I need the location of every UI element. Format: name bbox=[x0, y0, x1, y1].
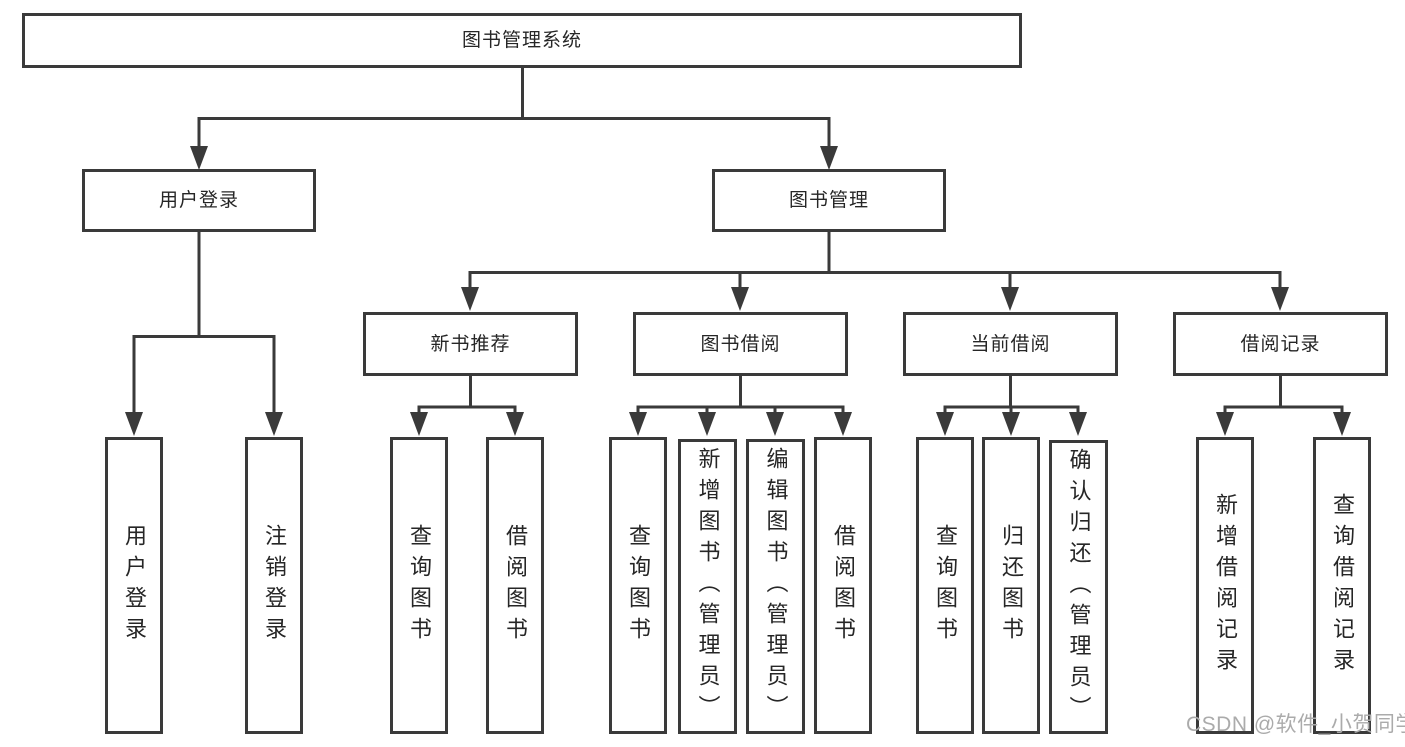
watermark: CSDN @软件_小贺同学 bbox=[1186, 713, 1405, 736]
leaf-query-borrow-record: 查询借阅记录 bbox=[1313, 437, 1371, 734]
leaf-label: 查询借阅记录 bbox=[1330, 492, 1355, 679]
connector-user-login-arrowheads bbox=[125, 412, 283, 436]
node-book-management: 图书管理 bbox=[712, 169, 946, 232]
leaf-label: 查询图书 bbox=[626, 523, 651, 648]
leaf-label: 借阅图书 bbox=[831, 523, 856, 648]
leaf-label: 注销登录 bbox=[262, 523, 287, 648]
node-label: 借阅记录 bbox=[1240, 333, 1321, 355]
node-new-book-recommend: 新书推荐 bbox=[363, 312, 578, 376]
leaf-add-books-admin: 新增图书（管理员） bbox=[678, 439, 737, 734]
node-label: 图书管理系统 bbox=[461, 30, 582, 51]
leaf-label: 确认归还（管理员） bbox=[1066, 447, 1092, 727]
leaf-label: 新增图书（管理员） bbox=[695, 447, 721, 726]
node-label: 当前借阅 bbox=[970, 333, 1051, 355]
connector-user-login-children bbox=[132, 230, 276, 416]
connector-borrowing-arrowheads bbox=[629, 412, 852, 436]
connector-records-arrowheads bbox=[1216, 412, 1351, 436]
leaf-return-books: 归还图书 bbox=[982, 437, 1040, 734]
connector-book-management-children bbox=[468, 230, 1282, 291]
node-user-login: 用户登录 bbox=[82, 169, 316, 232]
leaf-label: 新增借阅记录 bbox=[1213, 492, 1238, 679]
node-label: 新书推荐 bbox=[430, 333, 511, 355]
leaf-label: 用户登录 bbox=[122, 523, 147, 648]
connector-borrowing-children bbox=[636, 374, 845, 416]
leaf-add-borrow-record: 新增借阅记录 bbox=[1196, 437, 1254, 734]
leaf-label: 归还图书 bbox=[999, 523, 1024, 648]
leaf-confirm-return-admin: 确认归还（管理员） bbox=[1049, 440, 1108, 734]
node-current-borrowing: 当前借阅 bbox=[903, 312, 1118, 376]
node-label: 图书管理 bbox=[788, 190, 869, 211]
connector-current-children bbox=[943, 374, 1080, 416]
leaf-logout: 注销登录 bbox=[245, 437, 303, 734]
node-label: 图书借阅 bbox=[700, 333, 781, 355]
leaf-edit-books-admin: 编辑图书（管理员） bbox=[746, 439, 805, 734]
leaf-borrow-books: 借阅图书 bbox=[814, 437, 872, 734]
leaf-query-books-borrow: 查询图书 bbox=[609, 437, 667, 734]
leaf-label: 查询图书 bbox=[407, 523, 432, 648]
connector-root-to-level1 bbox=[197, 66, 831, 150]
node-label: 用户登录 bbox=[158, 190, 239, 211]
leaf-borrow-books-recommend: 借阅图书 bbox=[486, 437, 544, 734]
node-library-system: 图书管理系统 bbox=[22, 13, 1022, 68]
connector-new-book-arrowheads bbox=[410, 412, 524, 436]
leaf-query-books-current: 查询图书 bbox=[916, 437, 974, 734]
leaf-user-login: 用户登录 bbox=[105, 437, 163, 734]
connector-book-management-arrowheads bbox=[461, 287, 1289, 311]
node-book-borrowing: 图书借阅 bbox=[633, 312, 848, 376]
connector-current-arrowheads bbox=[936, 412, 1087, 436]
connector-new-book-children bbox=[417, 374, 517, 416]
node-borrowing-records: 借阅记录 bbox=[1173, 312, 1388, 376]
leaf-label: 编辑图书（管理员） bbox=[763, 447, 789, 726]
connector-records-children bbox=[1223, 374, 1344, 416]
leaf-label: 查询图书 bbox=[933, 523, 958, 648]
leaf-query-books-recommend: 查询图书 bbox=[390, 437, 448, 734]
leaf-label: 借阅图书 bbox=[503, 523, 528, 648]
connector-root-arrowheads bbox=[190, 146, 838, 170]
